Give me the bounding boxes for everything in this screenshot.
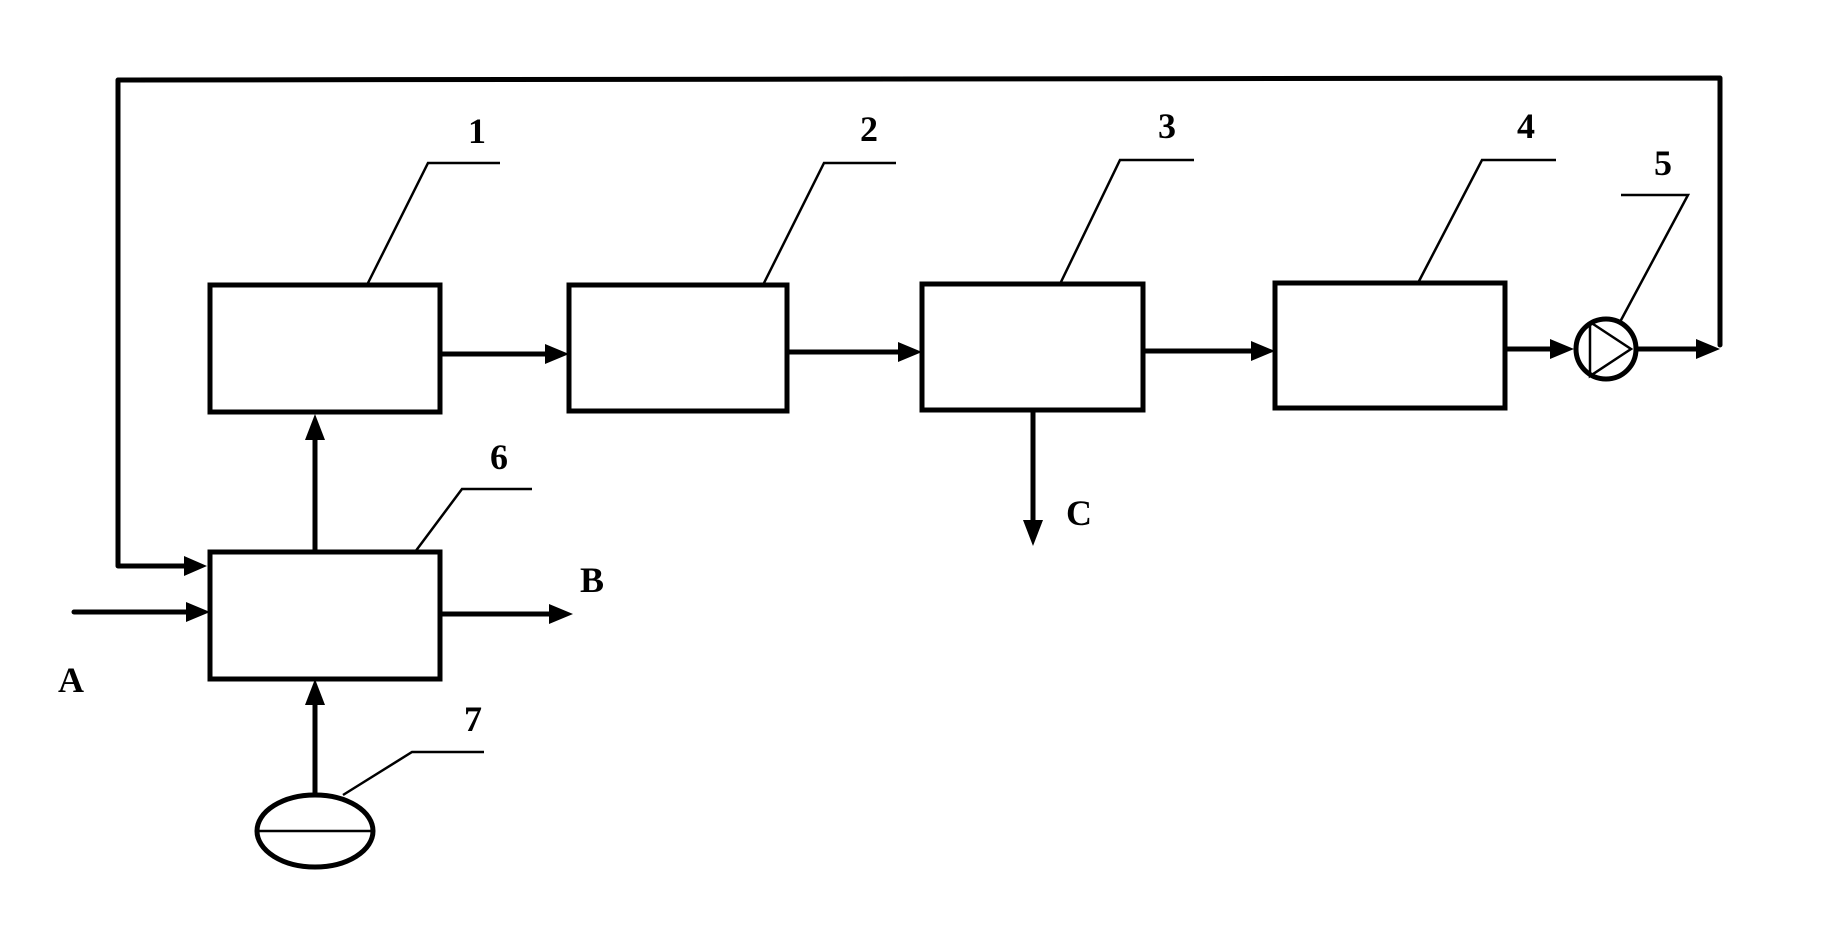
arrow-7-to-6-head [305,679,325,705]
label-6: 6 [490,437,508,477]
input-a-head [186,602,210,622]
block-4 [1272,280,1508,411]
arrow-3-to-4-head [1251,341,1275,361]
label-1: 1 [468,111,486,151]
block-2 [566,282,790,414]
label-2: 2 [860,109,878,149]
block-3 [919,281,1146,413]
leader-6 [413,487,532,553]
arrow-1-to-2-head [545,344,569,364]
output-b-head [549,604,573,624]
arrow-2-to-3-head [898,342,922,362]
leader-4 [1416,158,1556,284]
label-5: 5 [1654,143,1672,183]
leader-7 [342,750,484,797]
label-7: 7 [464,699,482,739]
arrow-6-to-1-head [305,414,325,440]
block-6 [207,549,443,682]
leader-2 [761,161,896,286]
flow-label-a: A [58,660,84,700]
arrow-4-to-5-head [1550,339,1574,359]
flow-label-b: B [580,560,604,600]
block-1 [207,282,443,415]
output-c-head [1023,520,1043,546]
flow-label-c: C [1066,493,1092,533]
label-3: 3 [1158,106,1176,146]
leader-5 [1618,193,1691,323]
recycle-loop-line [115,75,1723,569]
recycle-arrowhead [184,556,207,576]
pump-5-icon [1573,316,1639,382]
pump-outlet-head [1696,339,1720,359]
leader-1 [365,161,500,286]
label-4: 4 [1517,106,1535,146]
pump-5-triangle [1588,320,1634,379]
leader-3 [1058,158,1194,285]
